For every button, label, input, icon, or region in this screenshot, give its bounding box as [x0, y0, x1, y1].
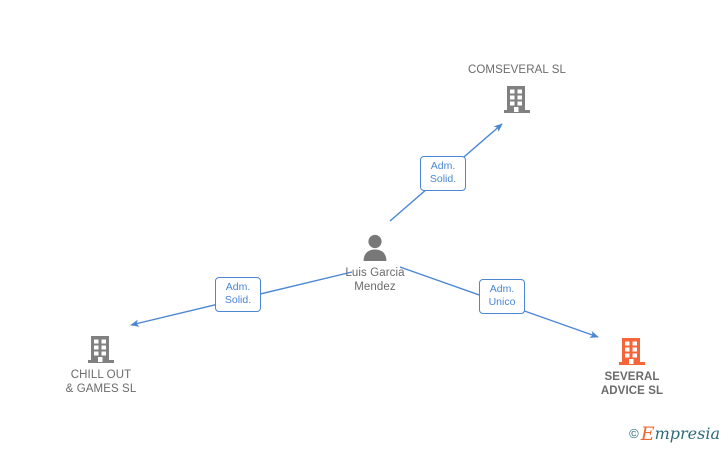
edge-label-adm-solid-comseveral[interactable]: Adm. Solid.	[420, 156, 466, 191]
building-icon	[442, 82, 592, 116]
node-person-luis-garcia-mendez[interactable]: Luis Garcia Mendez	[300, 232, 450, 294]
edge-label-adm-solid-chillout[interactable]: Adm. Solid.	[215, 277, 261, 312]
building-icon	[26, 332, 176, 366]
empresia-watermark: ©Empresia	[629, 425, 720, 444]
person-icon	[300, 232, 450, 264]
node-chill-out-games[interactable]: CHILL OUT & GAMES SL	[26, 332, 176, 396]
copyright-icon: ©	[629, 426, 639, 441]
node-label-comseveral: COMSEVERAL SL	[467, 64, 567, 76]
node-label-several-advice: SEVERAL ADVICE SL	[600, 371, 664, 397]
watermark-brand-initial: E	[640, 423, 655, 445]
node-label-chill-out-games: CHILL OUT & GAMES SL	[65, 369, 137, 395]
node-several-advice[interactable]: SEVERAL ADVICE SL	[557, 334, 707, 398]
watermark-brand-rest: mpresia	[654, 424, 720, 443]
node-label-person: Luis Garcia Mendez	[345, 267, 405, 293]
node-comseveral[interactable]: COMSEVERAL SL	[442, 64, 592, 116]
edge-label-adm-unico-severaladvice[interactable]: Adm. Unico	[479, 279, 525, 314]
building-icon	[557, 334, 707, 368]
